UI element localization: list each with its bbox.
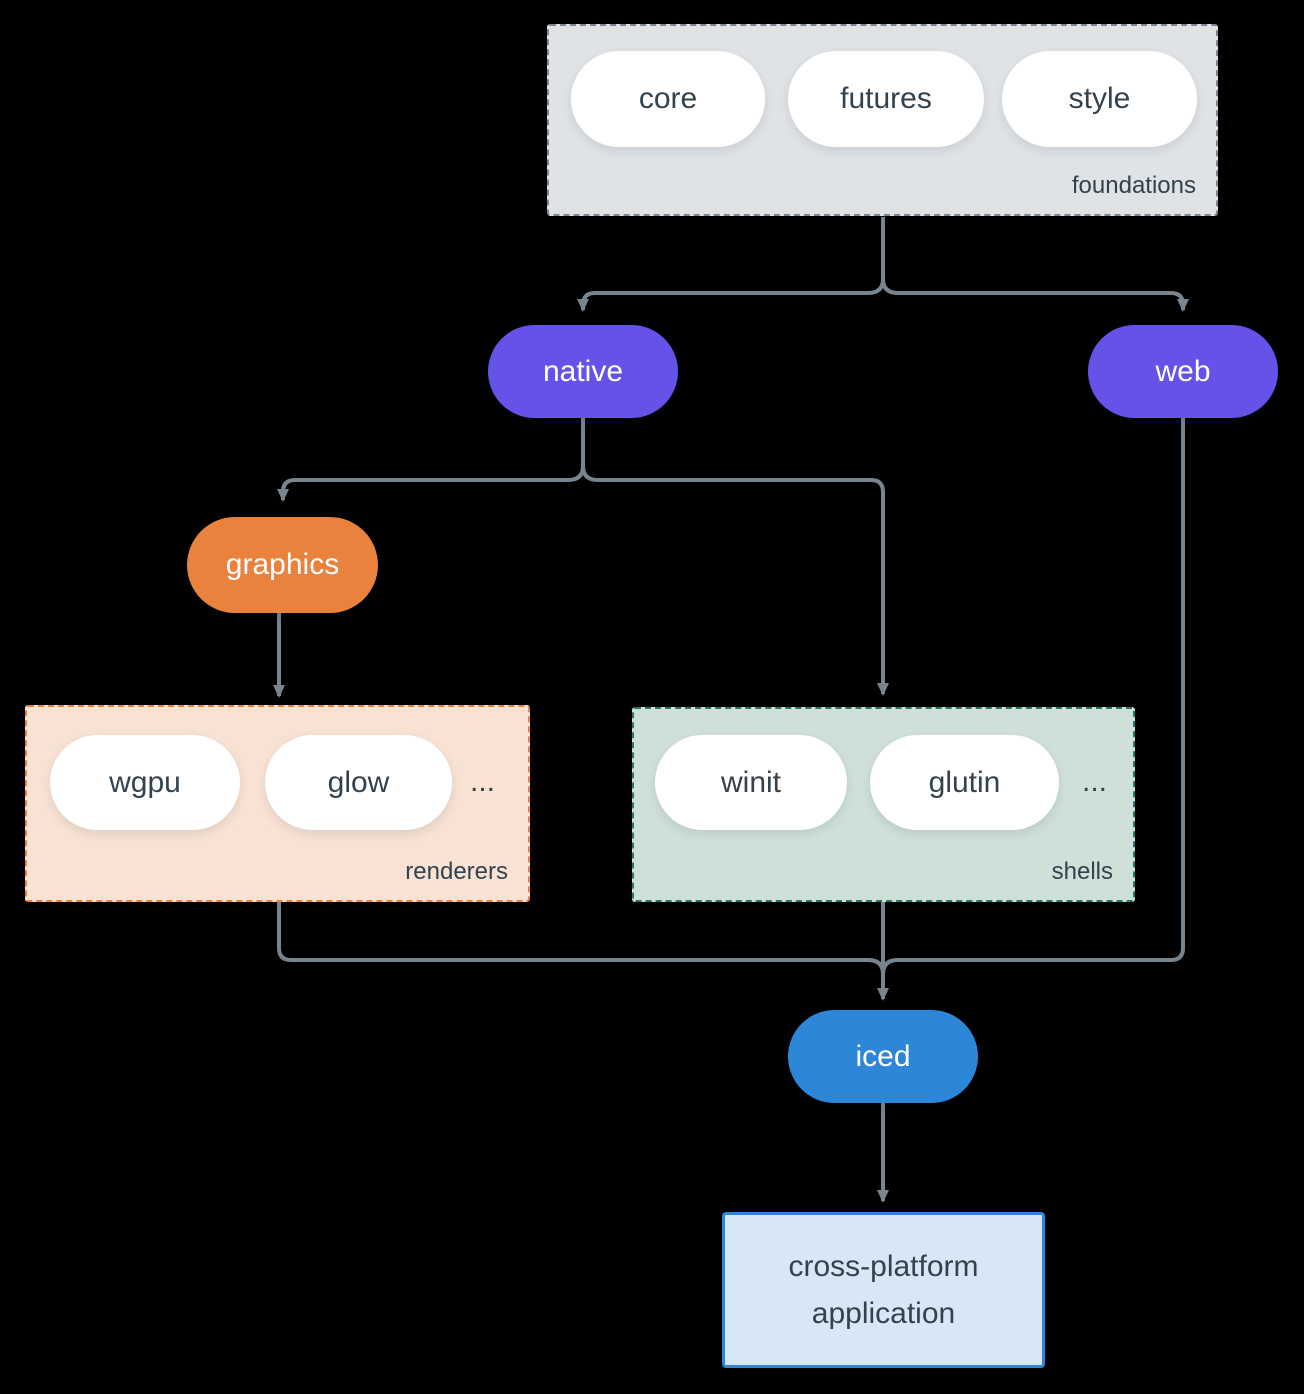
edge-foundations-native xyxy=(577,217,885,312)
node-winit-label: winit xyxy=(720,765,781,799)
node-native-label: native xyxy=(542,354,624,388)
foundations-group-label: foundations xyxy=(1071,172,1196,199)
shells-ellipsis: ... xyxy=(1082,765,1108,798)
edge-native-shells xyxy=(581,418,889,696)
node-wgpu: wgpu xyxy=(50,735,240,830)
node-graphics: graphics xyxy=(187,517,378,613)
node-futures-label: futures xyxy=(840,82,932,115)
node-core: core xyxy=(571,51,765,147)
renderers-ellipsis: ... xyxy=(470,765,496,798)
node-wgpu-label: wgpu xyxy=(109,765,181,799)
node-cross-platform-application-label: cross-platform application xyxy=(788,1250,979,1330)
node-native: native xyxy=(488,325,678,418)
node-glow: glow xyxy=(265,735,452,830)
node-core-label: core xyxy=(638,82,698,115)
shells-group: winit glutin ... shells xyxy=(632,707,1135,902)
node-winit: winit xyxy=(655,735,847,830)
node-cross-platform-application: cross-platform application xyxy=(722,1212,1045,1368)
node-style: style xyxy=(1002,51,1197,147)
node-graphics-label: graphics xyxy=(225,548,340,581)
edge-foundations-web xyxy=(881,217,1189,312)
edge-renderers-iced xyxy=(277,902,885,975)
node-iced-label: iced xyxy=(855,1039,911,1073)
node-web-label: web xyxy=(1155,354,1211,388)
renderers-group: wgpu glow ... renderers xyxy=(25,705,530,902)
node-glow-label: glow xyxy=(327,765,390,799)
node-glutin-label: glutin xyxy=(928,765,1001,799)
node-iced: iced xyxy=(788,1010,978,1103)
renderers-group-label: renderers xyxy=(405,858,508,885)
node-glutin: glutin xyxy=(870,735,1059,830)
node-futures: futures xyxy=(788,51,984,147)
node-style-label: style xyxy=(1068,82,1131,115)
node-web: web xyxy=(1088,325,1278,418)
shells-group-label: shells xyxy=(1051,858,1113,885)
edge-native-graphics xyxy=(277,418,585,502)
foundations-group: core futures style foundations xyxy=(547,24,1218,216)
